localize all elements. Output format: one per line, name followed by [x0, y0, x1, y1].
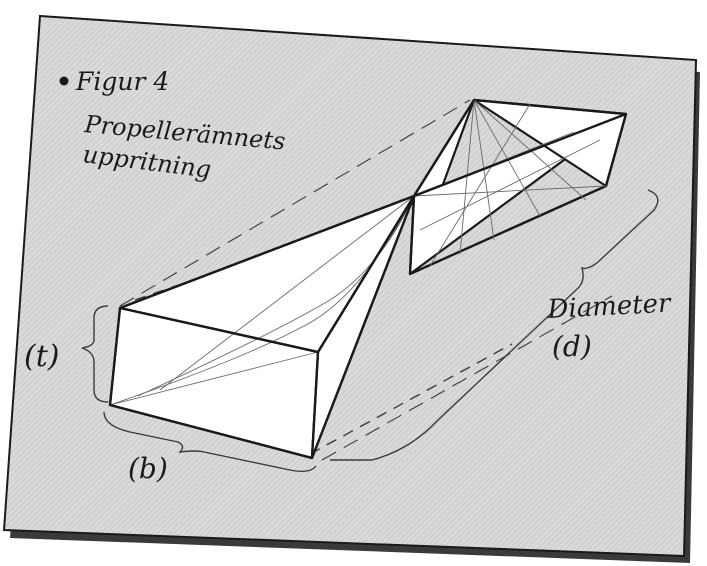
dimension-diameter-top	[119, 99, 471, 307]
dimension-diameter-bottom	[321, 295, 613, 461]
right-upper-edge	[473, 98, 627, 116]
labels: (t) Diameter (d) (b)	[24, 289, 673, 485]
guide-lines	[81, 99, 659, 473]
thickness-brace	[81, 305, 109, 403]
diameter-symbol-label: (d)	[552, 330, 592, 363]
bullet-icon	[59, 76, 69, 86]
caption-line-1: Figur 4	[75, 67, 169, 96]
main-edges	[108, 99, 627, 460]
width-label: (b)	[128, 452, 168, 485]
diameter-label: Diameter	[546, 289, 673, 326]
thickness-label: (t)	[24, 339, 59, 374]
width-brace	[103, 411, 317, 473]
diameter-brace	[330, 189, 659, 461]
hidden-edge-bottom	[309, 343, 513, 455]
